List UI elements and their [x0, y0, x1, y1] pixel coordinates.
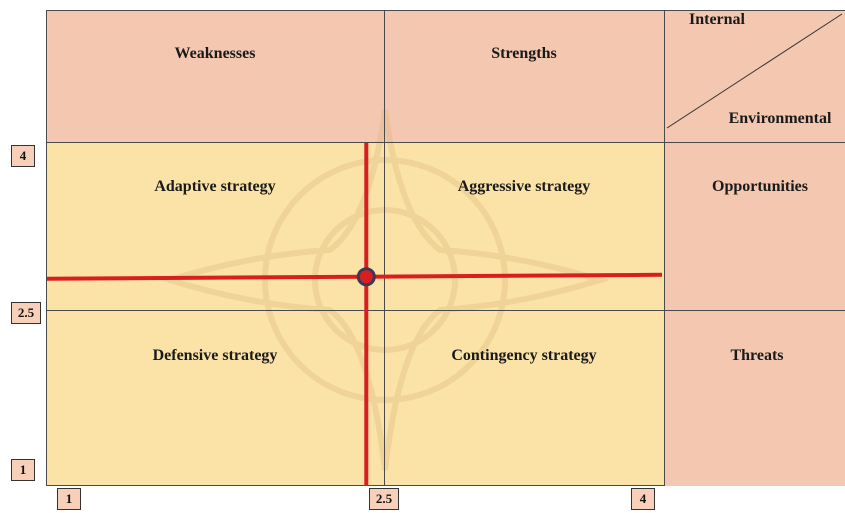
x-tick-4: 4 [631, 488, 655, 510]
opportunities-cell [665, 143, 845, 311]
grid-line-horizontal-top [47, 142, 845, 143]
axis-bottom [46, 485, 665, 486]
label-defensive-strategy: Defensive strategy [152, 347, 278, 364]
label-aggressive-strategy: Aggressive strategy [457, 178, 591, 195]
label-contingency-strategy: Contingency strategy [451, 347, 597, 364]
position-horizontal-line [46, 272, 663, 281]
grid-line-vertical-mid [384, 10, 385, 486]
label-environmental: Environmental [728, 110, 832, 127]
x-tick-2-5: 2.5 [369, 488, 399, 510]
matrix-area [47, 143, 665, 486]
x-tick-1: 1 [57, 488, 81, 510]
grid-line-vertical-right [664, 10, 665, 486]
y-tick-2-5: 2.5 [11, 302, 41, 324]
header-strengths-cell [385, 10, 665, 143]
label-weaknesses: Weaknesses [174, 45, 256, 62]
label-internal: Internal [689, 11, 745, 28]
label-adaptive-strategy: Adaptive strategy [154, 178, 276, 195]
grid-line-top [47, 10, 845, 11]
label-strengths: Strengths [491, 45, 557, 62]
y-tick-1: 1 [11, 459, 35, 481]
axis-left [46, 10, 47, 486]
y-tick-4: 4 [11, 145, 35, 167]
threats-cell [665, 311, 845, 486]
position-point [356, 267, 376, 287]
grid-line-horizontal-mid [47, 310, 845, 311]
label-threats: Threats [730, 347, 784, 364]
header-weaknesses-cell [47, 10, 385, 143]
label-opportunities: Opportunities [711, 178, 809, 195]
